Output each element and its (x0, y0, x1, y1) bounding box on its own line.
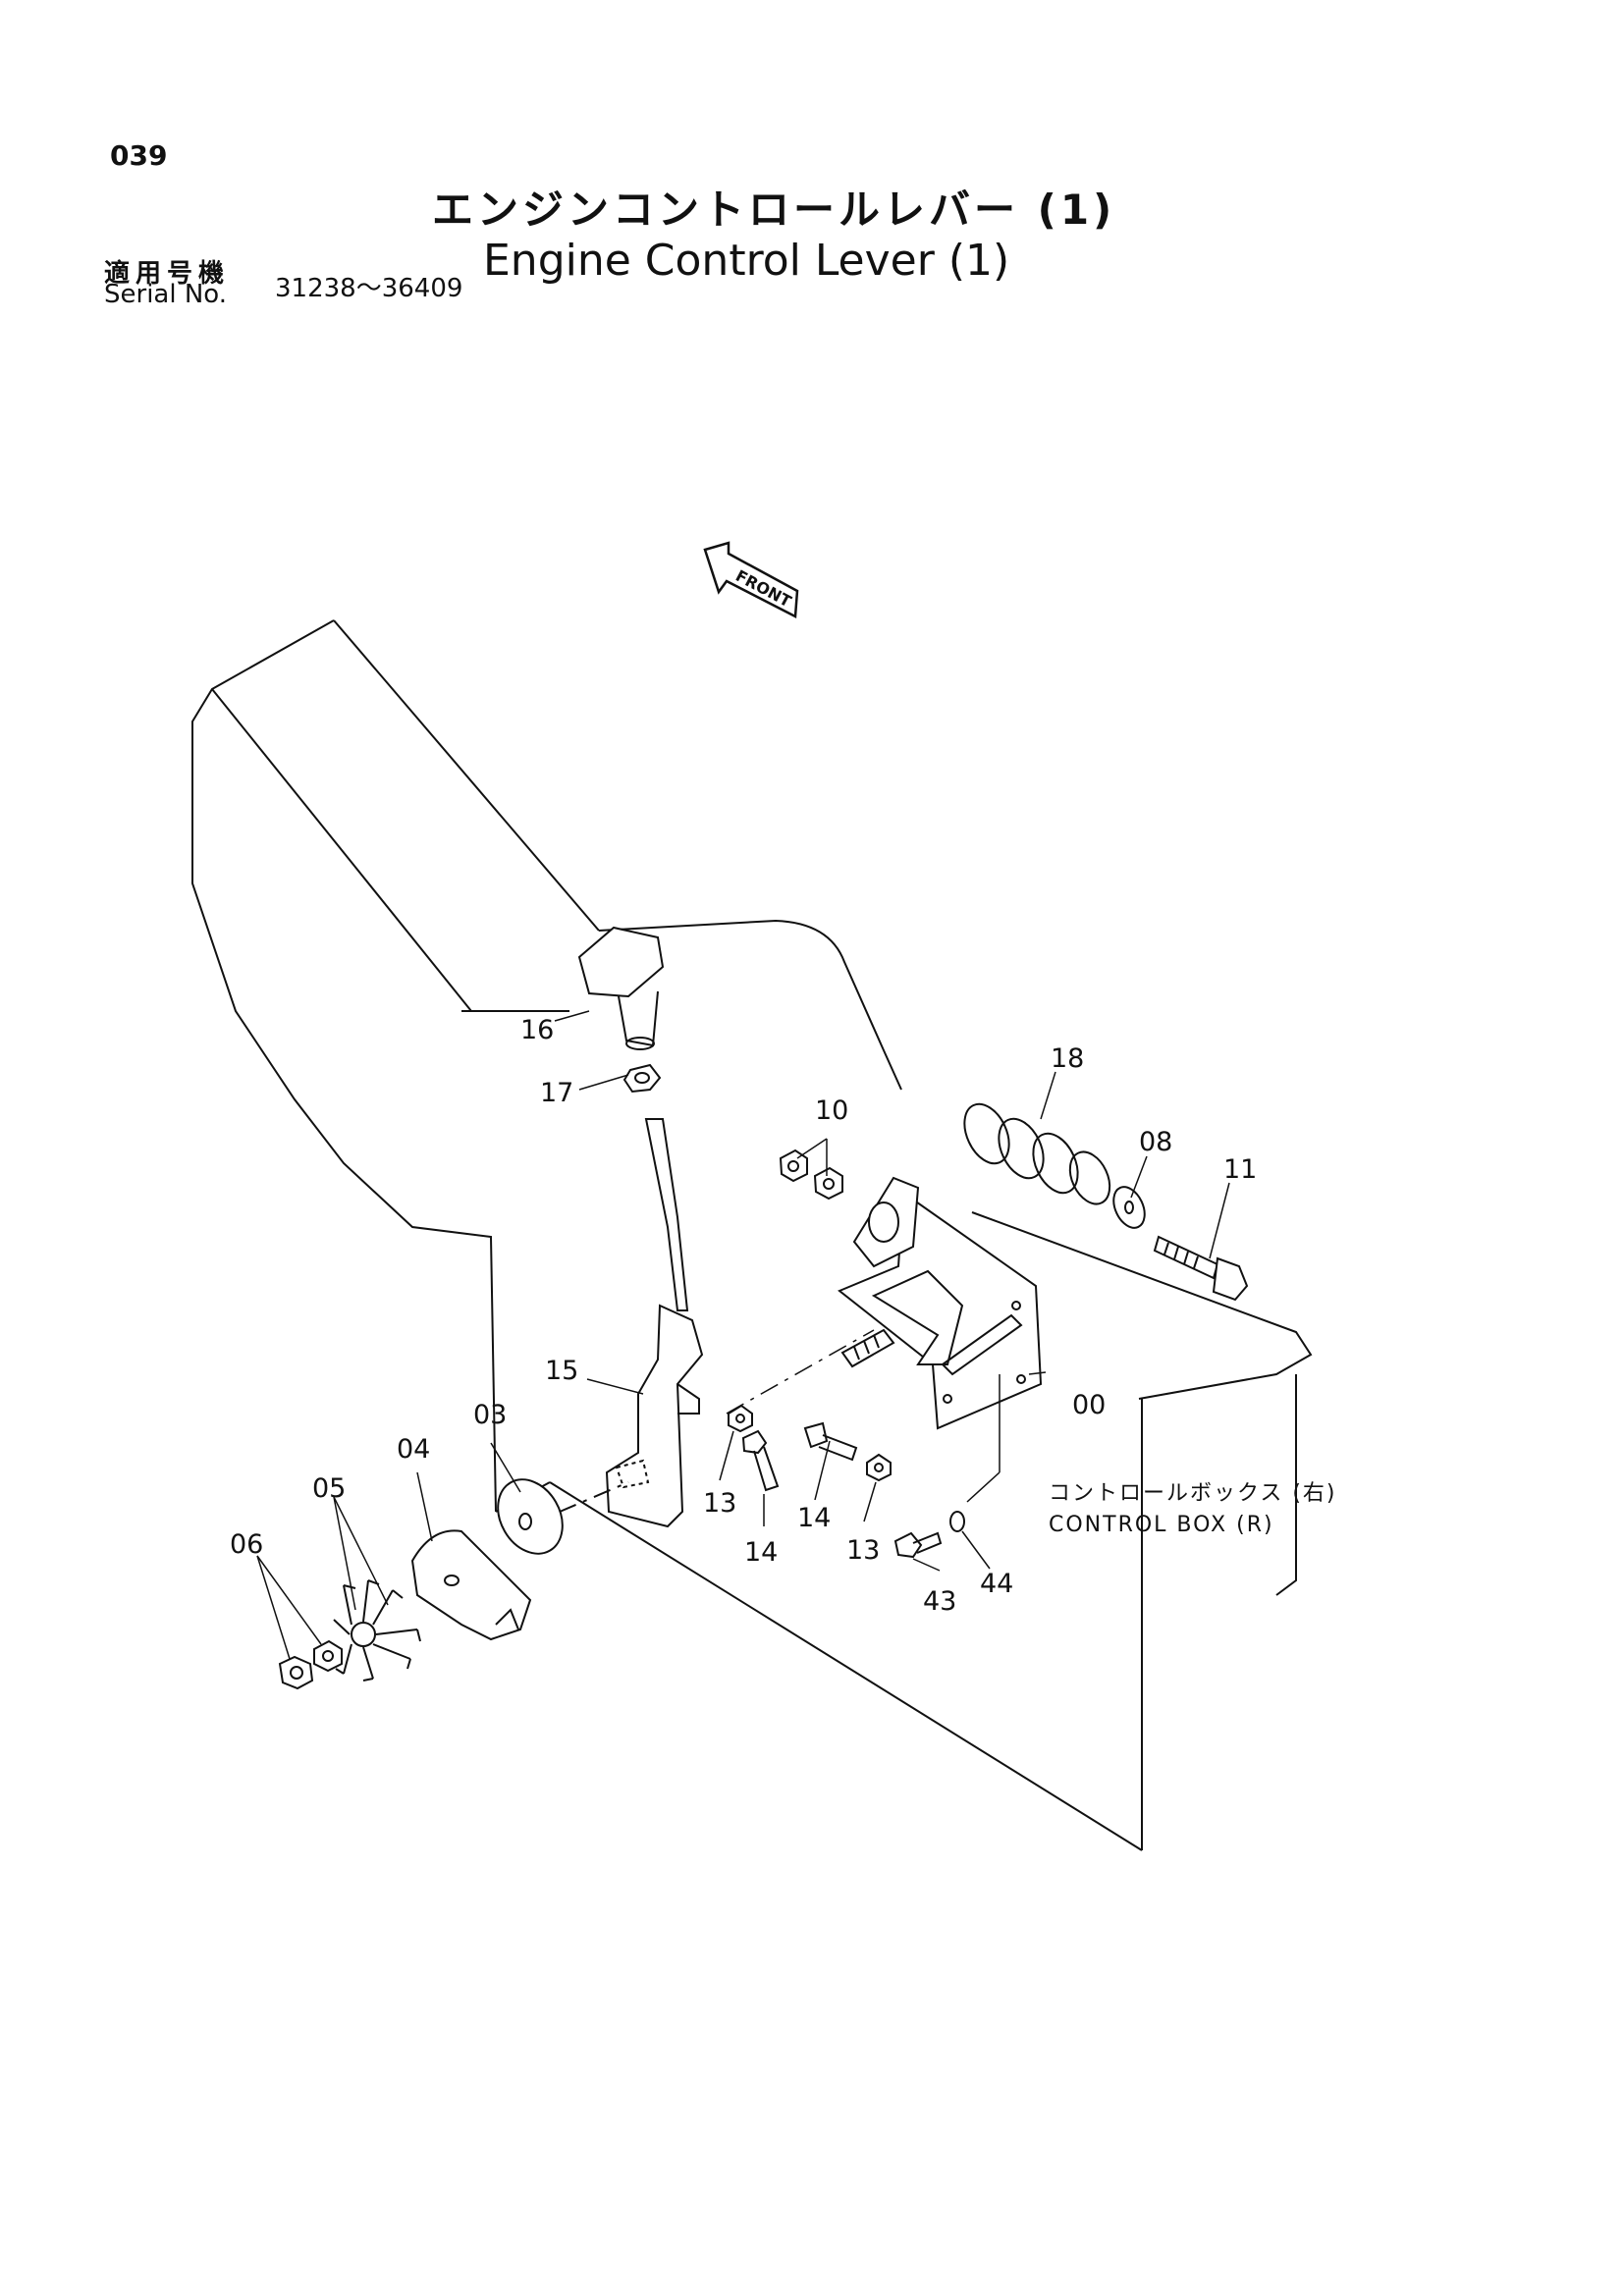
callout-13-left: 13 (703, 1488, 736, 1519)
callout-43: 43 (923, 1586, 956, 1617)
callout-15: 15 (545, 1356, 578, 1386)
page-title-english: Engine Control Lever (1) (483, 236, 1010, 286)
callout-18: 18 (1051, 1043, 1084, 1074)
callout-44: 44 (980, 1569, 1013, 1599)
bolt-part-14-left (741, 1429, 780, 1492)
disc-part-03 (497, 1478, 564, 1555)
lever-knob (577, 926, 665, 1050)
bracket-part-00 (838, 1176, 1043, 1430)
stud-bolt (840, 1328, 895, 1368)
lever-nut (622, 1063, 662, 1094)
control-box-outline (191, 619, 1313, 1851)
callout-13-right: 13 (846, 1535, 880, 1566)
callout-14-right: 14 (797, 1503, 831, 1533)
washer-part-08 (1112, 1186, 1146, 1229)
callout-06: 06 (230, 1529, 263, 1560)
bolt-part-43 (893, 1531, 943, 1559)
star-washer-part-05 (333, 1579, 421, 1682)
nut-part-13-left (728, 1404, 753, 1433)
bolt-part-14-right (803, 1421, 858, 1462)
callout-16: 16 (520, 1015, 554, 1045)
page-number: 039 (110, 139, 168, 172)
callout-10: 10 (815, 1095, 848, 1126)
front-arrow-icon (703, 541, 799, 618)
callout-17: 17 (540, 1078, 573, 1108)
nuts-part-10 (779, 1148, 843, 1201)
callout-03: 03 (473, 1400, 507, 1430)
nuts-part-06 (278, 1639, 343, 1690)
callout-11: 11 (1223, 1154, 1257, 1185)
spring-part-18 (963, 1102, 1111, 1205)
serial-label-japanese: 適用号機 (104, 259, 231, 289)
bolt-part-11 (1153, 1235, 1249, 1302)
plate-part-04 (410, 1529, 532, 1641)
serial-range: 31238～36409 (275, 274, 463, 303)
lever-arm (605, 1118, 704, 1528)
callout-leaders (256, 1010, 1230, 1660)
callout-04: 04 (397, 1434, 430, 1465)
callout-08: 08 (1139, 1127, 1172, 1157)
serial-label-english: Serial No. (104, 280, 227, 309)
page-title-japanese: エンジンコントロールレバー (1) (432, 186, 1116, 234)
callout-14-left: 14 (744, 1537, 778, 1568)
nut-part-13-right (866, 1453, 892, 1482)
control-box-label-english: CONTROL BOX (R) (1049, 1513, 1274, 1537)
callout-00: 00 (1072, 1390, 1106, 1420)
washer-part-44 (949, 1511, 965, 1532)
callout-05: 05 (312, 1473, 346, 1504)
control-box-label-japanese: コントロールボックス (右) (1049, 1481, 1337, 1506)
